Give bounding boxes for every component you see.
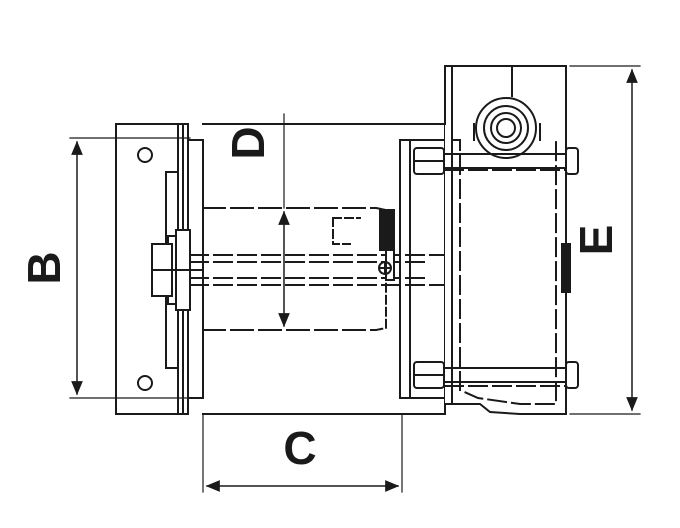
mounting-hole-bottom (137, 375, 153, 391)
right-side-plate (399, 139, 446, 399)
dimension-label-d: D (222, 126, 274, 159)
brake-pack (378, 209, 395, 281)
extension-lines (69, 65, 641, 493)
lifting-eye (475, 97, 537, 159)
drum (202, 206, 387, 332)
dimension-label-c: C (283, 422, 316, 474)
dimension-label-e: E (570, 225, 622, 256)
tie-bolt-bottom (413, 361, 579, 389)
tie-bolt-top (413, 147, 579, 175)
gearbox-end-cap (561, 243, 571, 293)
drum-hub (151, 229, 203, 311)
mounting-hole-top (137, 147, 153, 163)
dimension-label-b: B (18, 251, 70, 284)
